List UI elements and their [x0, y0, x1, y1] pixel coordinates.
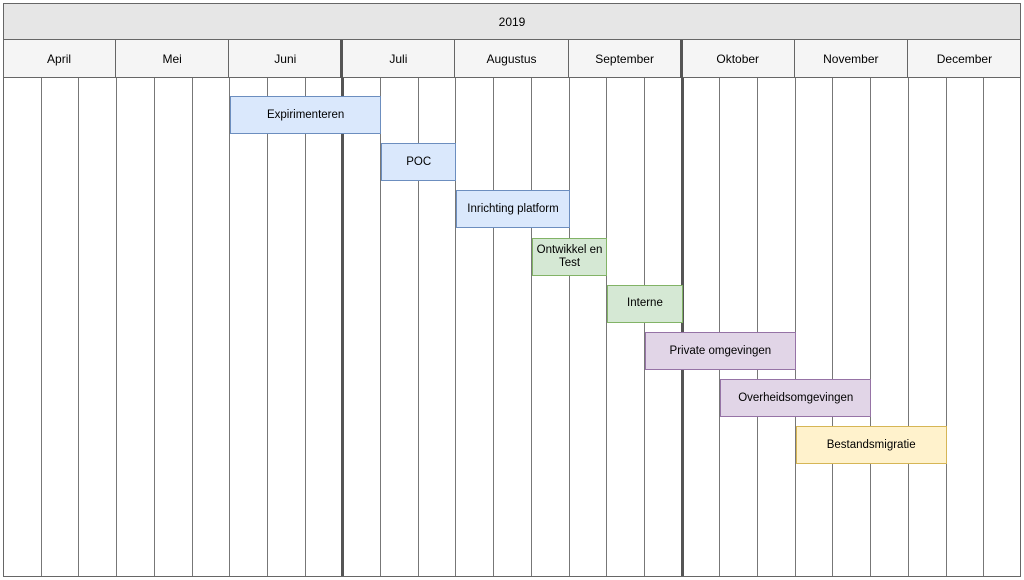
task-label: Expirimenteren	[266, 108, 345, 121]
grid-line	[191, 78, 193, 576]
grid-line	[606, 78, 608, 576]
grid-line	[153, 78, 155, 576]
grid-line	[643, 78, 645, 576]
grid-line	[719, 78, 721, 576]
grid-line	[417, 78, 419, 576]
task-bar-ontwikkel-en-test[interactable]: Ontwikkel en Test	[531, 237, 608, 276]
month-header-mei: Mei	[116, 40, 230, 78]
task-bar-overheidsomgevingen[interactable]: Overheidsomgevingen	[720, 379, 872, 418]
grid-line	[116, 78, 118, 576]
task-label: Ontwikkel en Test	[536, 243, 603, 269]
grid-line	[945, 78, 947, 576]
month-header-november: November	[794, 40, 908, 78]
grid-line	[380, 78, 382, 576]
task-label: Interne	[627, 297, 663, 310]
quarter-divider	[680, 78, 684, 576]
task-label: Bestandsmigratie	[826, 438, 916, 451]
month-header-oktober: Oktober	[681, 40, 795, 78]
task-bar-private-omgevingen[interactable]: Private omgevingen	[644, 332, 796, 370]
grid-line	[455, 78, 457, 576]
grid-line	[266, 78, 268, 576]
grid-line	[794, 78, 796, 576]
task-bar-poc[interactable]: POC	[381, 143, 457, 182]
grid-line	[907, 78, 909, 576]
quarter-divider	[341, 78, 345, 576]
grid-line	[870, 78, 872, 576]
grid-line	[530, 78, 532, 576]
task-bar-inrichting-platform[interactable]: Inrichting platform	[456, 190, 570, 229]
month-header-december: December	[907, 40, 1021, 78]
year-header: 2019	[3, 3, 1021, 40]
quarter-divider-header	[679, 40, 683, 78]
grid-line	[304, 78, 306, 576]
month-header-juni: Juni	[229, 40, 343, 78]
task-label: Inrichting platform	[467, 202, 559, 215]
task-label: Overheidsomgevingen	[738, 391, 854, 404]
grid-line	[568, 78, 570, 576]
task-bar-bestandsmigratie[interactable]: Bestandsmigratie	[795, 426, 947, 465]
year-label: 2019	[498, 14, 526, 29]
grid-line	[493, 78, 495, 576]
grid-line	[229, 78, 231, 576]
grid-line	[832, 78, 834, 576]
grid-line	[757, 78, 759, 576]
quarter-divider-header	[340, 40, 344, 78]
grid-line	[78, 78, 80, 576]
grid-line	[983, 78, 985, 576]
month-header-augustus: Augustus	[455, 40, 569, 78]
grid-line	[40, 78, 42, 576]
task-label: POC	[406, 155, 432, 168]
task-label: Private omgevingen	[669, 344, 772, 357]
task-bar-expirimenteren[interactable]: Expirimenteren	[230, 96, 382, 134]
month-header-juli: Juli	[342, 40, 456, 78]
month-header-september: September	[568, 40, 682, 78]
task-bar-interne[interactable]: Interne	[607, 284, 683, 323]
month-header-april: April	[3, 40, 117, 78]
